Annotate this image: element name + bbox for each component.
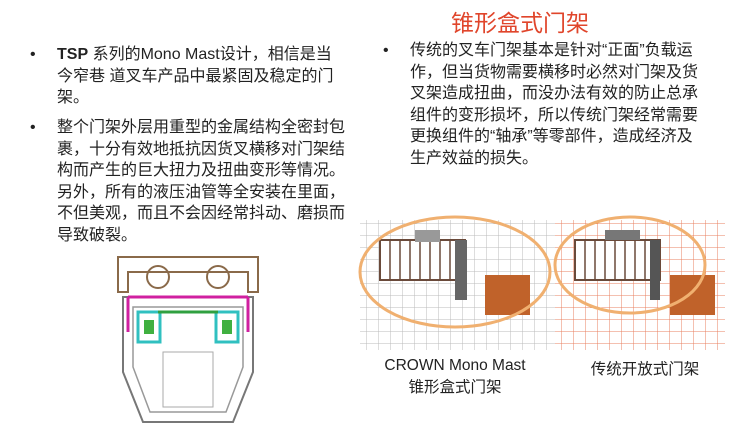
slide-title: 锥形盒式门架 (451, 10, 589, 36)
caption-crown-mono-mast: CROWN Mono Mast 锥形盒式门架 (384, 357, 526, 396)
caption-traditional-mast: 传统开放式门架 (590, 361, 700, 378)
bullet-traditional-mast: • 传统的叉车门架基本是针对“正面”负载运作，但当货物需要横移时必然对门架及货叉… (383, 42, 699, 167)
mast-cross-section-diagram (117, 256, 259, 423)
traditional-mast-illustration (553, 215, 725, 350)
crown-mono-mast-illustration (358, 215, 555, 350)
bullet-mono-mast: • TSP 系列的Mono Mast设计，相信是当今窄巷 道叉车产品中最紧固及稳… (30, 46, 334, 106)
bullet-sealed-structure: • 整个门架外层用重型的金属结构全密封包裹，十分有效地抵抗因货叉横移对门架结构而… (30, 119, 346, 244)
